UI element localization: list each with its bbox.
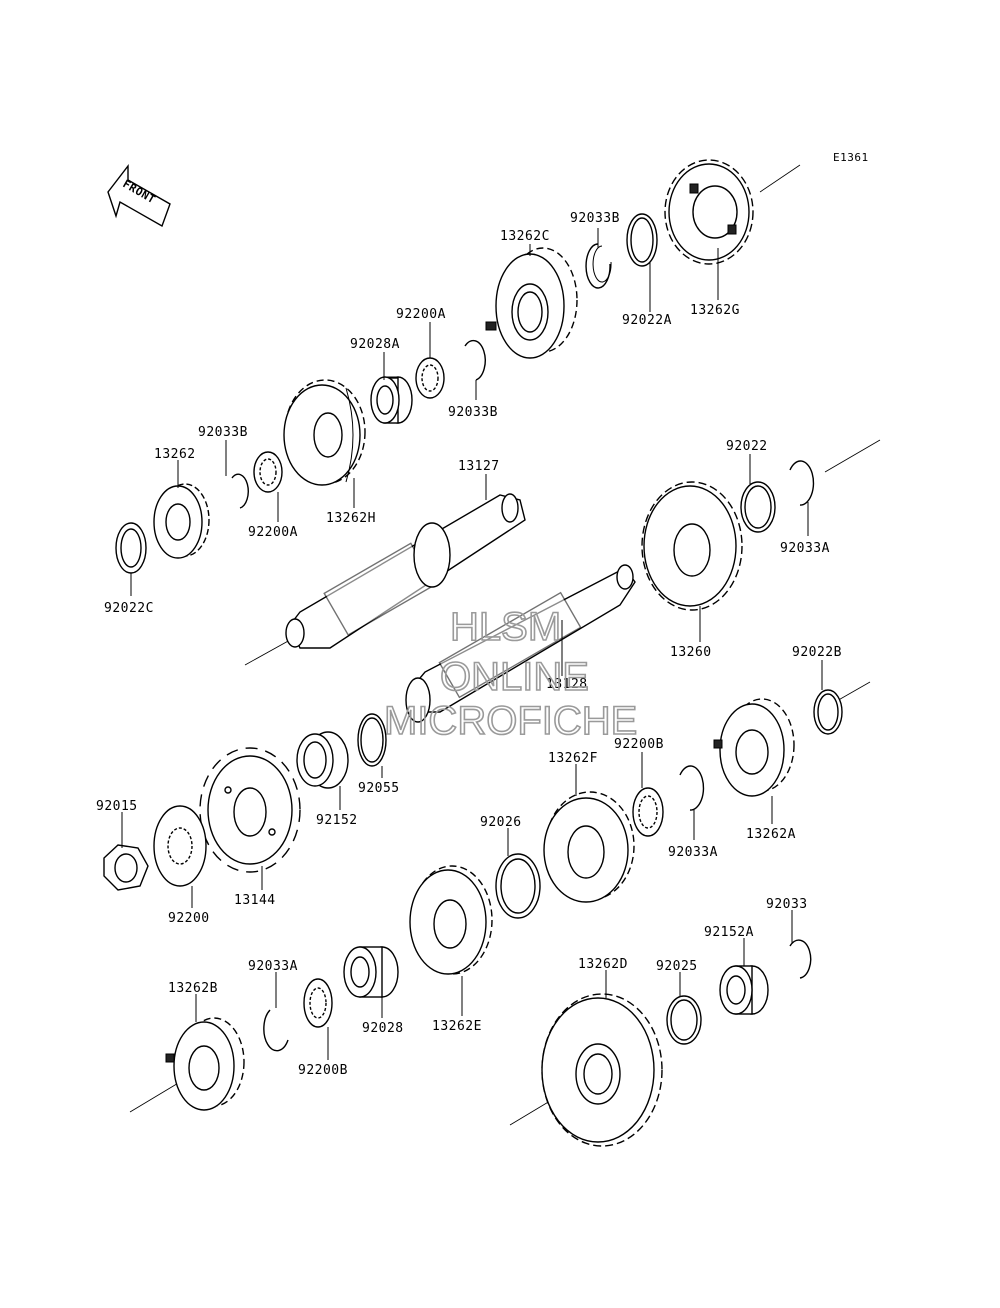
- washer-92022: [740, 481, 776, 533]
- watermark-line-3: MICROFICHE: [384, 699, 637, 743]
- gear-13262E: [409, 865, 493, 975]
- gear-13260: [641, 481, 743, 611]
- leader-lines: [121, 228, 823, 1060]
- label-92152: 92152: [316, 813, 358, 828]
- gear-13262H: [283, 379, 366, 486]
- circlip-92033: [789, 939, 812, 979]
- gear-13262B: [165, 1017, 245, 1111]
- label-92033B-mid: 92033B: [448, 405, 498, 420]
- front-arrow-icon: FRONT: [107, 163, 171, 228]
- label-13128: 13128: [546, 677, 588, 692]
- label-92152A: 92152A: [704, 925, 754, 940]
- label-92022A: 92022A: [622, 313, 672, 328]
- bearing-92028A: [370, 376, 413, 424]
- label-92033A-mid: 92033A: [668, 845, 718, 860]
- washer-92022B: [813, 689, 843, 735]
- label-13260: 13260: [670, 645, 712, 660]
- label-92028A: 92028A: [350, 337, 400, 352]
- gear-13262C: [485, 247, 578, 359]
- washer-92200: [153, 805, 207, 887]
- label-92200B-low: 92200B: [298, 1063, 348, 1078]
- washer-92022C: [115, 522, 147, 574]
- label-13262: 13262: [154, 447, 196, 462]
- circlip-92033A-right: [789, 460, 815, 506]
- sprocket-13144: [199, 747, 301, 873]
- collar-92152: [296, 731, 349, 789]
- label-92033A-low: 92033A: [248, 959, 298, 974]
- gear-13262: [153, 483, 210, 559]
- label-92033B-left: 92033B: [198, 425, 248, 440]
- washer-92200B-low: [303, 978, 333, 1028]
- circlip-92033B-mid: [464, 339, 486, 381]
- diagram-code: E1361: [833, 151, 869, 164]
- label-13262A: 13262A: [746, 827, 796, 842]
- label-92033: 92033: [766, 897, 808, 912]
- label-13262H: 13262H: [326, 511, 376, 526]
- label-92028: 92028: [362, 1021, 404, 1036]
- label-92026: 92026: [480, 815, 522, 830]
- label-13262B: 13262B: [168, 981, 218, 996]
- label-92200: 92200: [168, 911, 210, 926]
- label-13262C: 13262C: [500, 229, 550, 244]
- label-92015: 92015: [96, 799, 138, 814]
- label-13127: 13127: [458, 459, 500, 474]
- label-92055: 92055: [358, 781, 400, 796]
- watermark-line-1: HLSM: [450, 605, 561, 649]
- label-92200B-mid: 92200B: [614, 737, 664, 752]
- collar-92152A: [719, 965, 769, 1015]
- gear-13262A: [713, 698, 795, 797]
- washer-92200B-mid: [632, 787, 664, 837]
- washer-92200A-top: [415, 357, 445, 399]
- label-92200A-top: 92200A: [396, 307, 446, 322]
- label-92025: 92025: [656, 959, 698, 974]
- washer-92026: [495, 853, 541, 919]
- shaft-13128: [405, 564, 636, 723]
- label-92022: 92022: [726, 439, 768, 454]
- circlip-92033B-left: [231, 473, 249, 509]
- gear-13262G: [664, 159, 754, 265]
- circlip-92033A-low: [263, 1009, 289, 1052]
- ring-92055: [357, 713, 387, 767]
- label-13262G: 13262G: [690, 303, 740, 318]
- washer-92200A-left: [253, 451, 283, 493]
- circlip-92033B-top: [585, 243, 612, 289]
- part-labels: 13262G 92022A 92033B 13262C 92200A 92028…: [96, 211, 842, 1078]
- watermark-line-2: ONLINE: [440, 655, 589, 699]
- washer-92025: [666, 995, 702, 1045]
- label-13262F: 13262F: [548, 751, 598, 766]
- gear-13262F: [543, 791, 635, 903]
- nut-92015: [103, 844, 149, 891]
- label-13262E: 13262E: [432, 1019, 482, 1034]
- bearing-92028: [343, 946, 399, 998]
- gear-13262D: [541, 993, 663, 1147]
- label-92033A-right: 92033A: [780, 541, 830, 556]
- washer-92022A: [626, 213, 658, 267]
- label-13262D: 13262D: [578, 957, 628, 972]
- label-13144: 13144: [234, 893, 276, 908]
- label-92033B-top: 92033B: [570, 211, 620, 226]
- label-92022C: 92022C: [104, 601, 154, 616]
- watermark: HLSM ONLINE MICROFICHE: [383, 604, 638, 744]
- circlip-92033A-mid: [679, 765, 705, 811]
- axis-lines: [129, 164, 881, 1126]
- label-92200A-left: 92200A: [248, 525, 298, 540]
- shaft-13127: [285, 493, 526, 649]
- label-92022B: 92022B: [792, 645, 842, 660]
